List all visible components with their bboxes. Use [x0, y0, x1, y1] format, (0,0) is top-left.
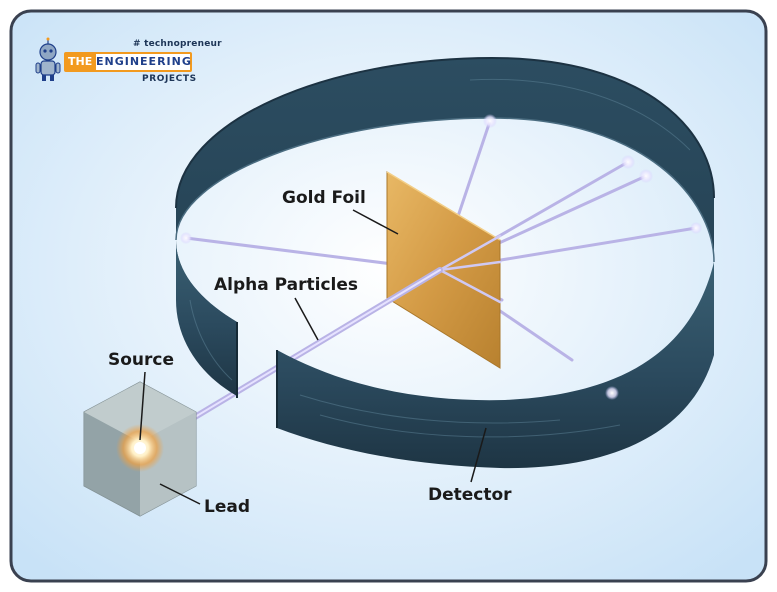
ray-over-foil-3: [438, 268, 502, 304]
impact-dot: [690, 222, 702, 234]
logo-robot-icon: [35, 37, 61, 81]
logo-name: ENGINEERING: [96, 54, 192, 70]
logo-tagline: # technopreneur: [133, 39, 222, 49]
leader-gold-foil: [352, 209, 399, 235]
impact-dot: [180, 232, 192, 244]
logo-sub: PROJECTS: [142, 74, 197, 84]
ray-over-foil-2: [438, 260, 502, 272]
source-core: [134, 442, 146, 454]
foil-rays: [438, 234, 502, 304]
label-gold-foil: Gold Foil: [282, 188, 366, 208]
label-alpha-particles: Alpha Particles: [214, 275, 359, 295]
impact-dot: [605, 386, 619, 400]
label-lead: Lead: [204, 497, 251, 517]
impact-dot: [639, 169, 653, 183]
detector-ring-front-left: [176, 240, 237, 396]
detector-ring-front: [277, 262, 714, 469]
logo-the: THE: [68, 55, 93, 68]
ray-over-foil-1: [438, 234, 502, 272]
detector-ring-rim: [175, 56, 715, 209]
impact-dot: [483, 114, 497, 128]
gold-foil-edge: [386, 171, 501, 241]
detector-texture: [189, 78, 691, 438]
leader-detector: [470, 427, 487, 483]
leader-alpha-particles: [294, 297, 319, 341]
leader-source: [139, 371, 146, 441]
leader-lead: [159, 483, 201, 505]
leader-lines: [139, 209, 487, 505]
label-source: Source: [108, 350, 175, 370]
impact-dot: [621, 155, 635, 169]
label-detector: Detector: [428, 485, 512, 505]
